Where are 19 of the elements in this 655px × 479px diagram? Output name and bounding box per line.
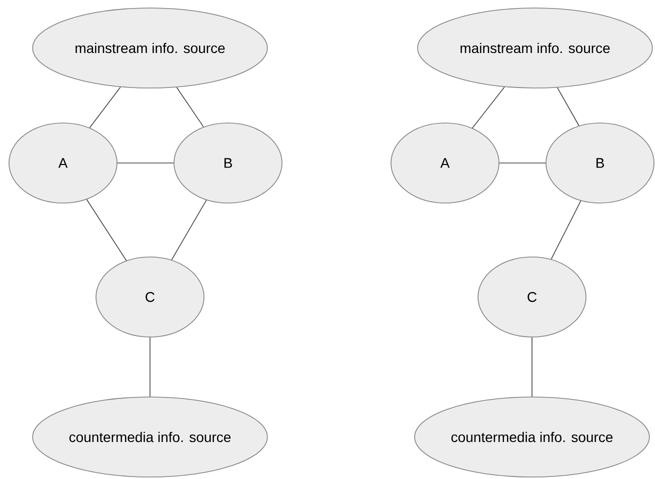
connector-line bbox=[171, 200, 207, 260]
ellipse-node: A bbox=[390, 122, 500, 204]
ellipse-node: B bbox=[546, 122, 654, 204]
connector-line bbox=[117, 162, 174, 164]
ellipse-node: B bbox=[174, 122, 282, 204]
ellipse-node: countermedia info. source bbox=[32, 396, 268, 478]
ellipse-node: mainstream info. source bbox=[417, 8, 653, 88]
connector-line bbox=[89, 86, 121, 128]
connector-line bbox=[176, 86, 204, 128]
ellipse-node: C bbox=[96, 256, 204, 338]
ellipse-node: C bbox=[478, 256, 586, 338]
connector-line bbox=[86, 198, 127, 261]
connector-line bbox=[499, 162, 546, 164]
ellipse-node: countermedia info. source bbox=[414, 396, 650, 478]
connector-line bbox=[472, 86, 505, 128]
ellipse-node: mainstream info. source bbox=[32, 8, 268, 88]
connector-line bbox=[550, 200, 582, 260]
ellipse-node: A bbox=[8, 122, 118, 204]
connector-line bbox=[557, 87, 580, 126]
